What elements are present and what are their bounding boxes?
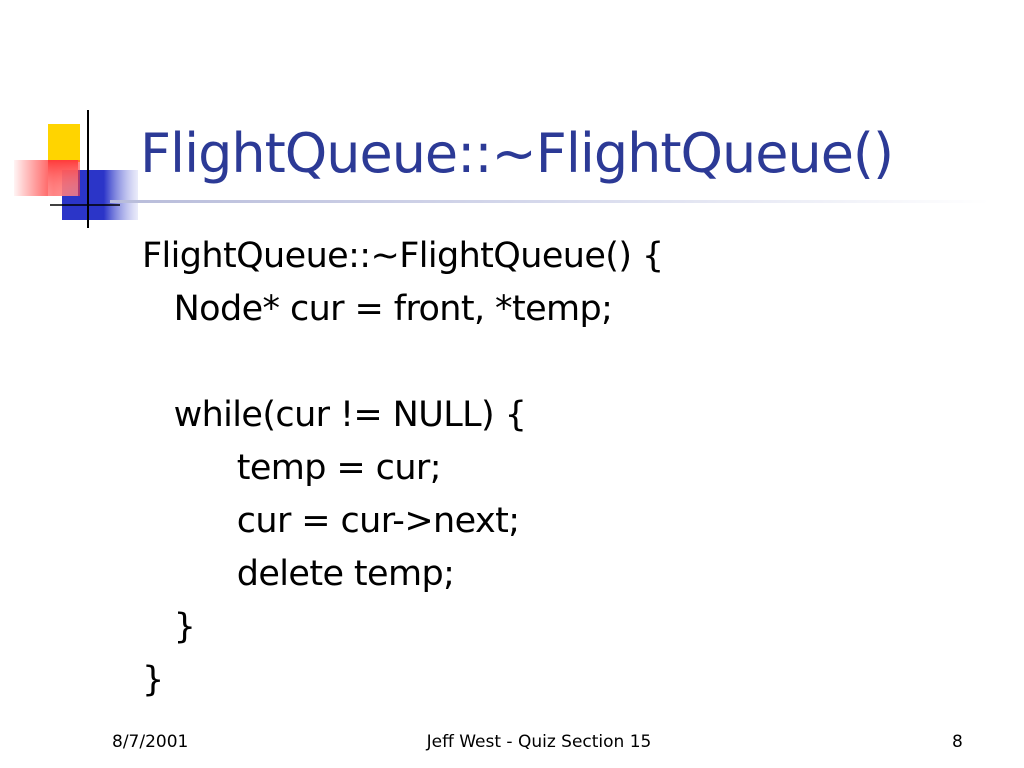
code-line <box>142 336 664 389</box>
code-line: FlightQueue::~FlightQueue() { <box>142 236 664 276</box>
footer-date: 8/7/2001 <box>112 732 189 752</box>
code-line: while(cur != NULL) { <box>142 395 527 435</box>
footer-author: Jeff West - Quiz Section 15 <box>426 732 652 752</box>
footer-page-number: 8 <box>952 732 963 752</box>
code-line: Node* cur = front, *temp; <box>142 289 613 329</box>
deco-yellow-square <box>48 124 80 162</box>
title-decoration <box>14 110 138 228</box>
code-line: cur = cur->next; <box>142 501 520 541</box>
code-line: temp = cur; <box>142 448 442 488</box>
code-line: delete temp; <box>142 554 455 594</box>
code-line: } <box>142 660 164 700</box>
title-underline <box>110 200 990 203</box>
deco-red-square <box>48 160 78 196</box>
slide-title: FlightQueue::~FlightQueue() <box>140 122 894 185</box>
code-line: } <box>142 607 196 647</box>
code-block: FlightQueue::~FlightQueue() { Node* cur … <box>142 230 664 707</box>
